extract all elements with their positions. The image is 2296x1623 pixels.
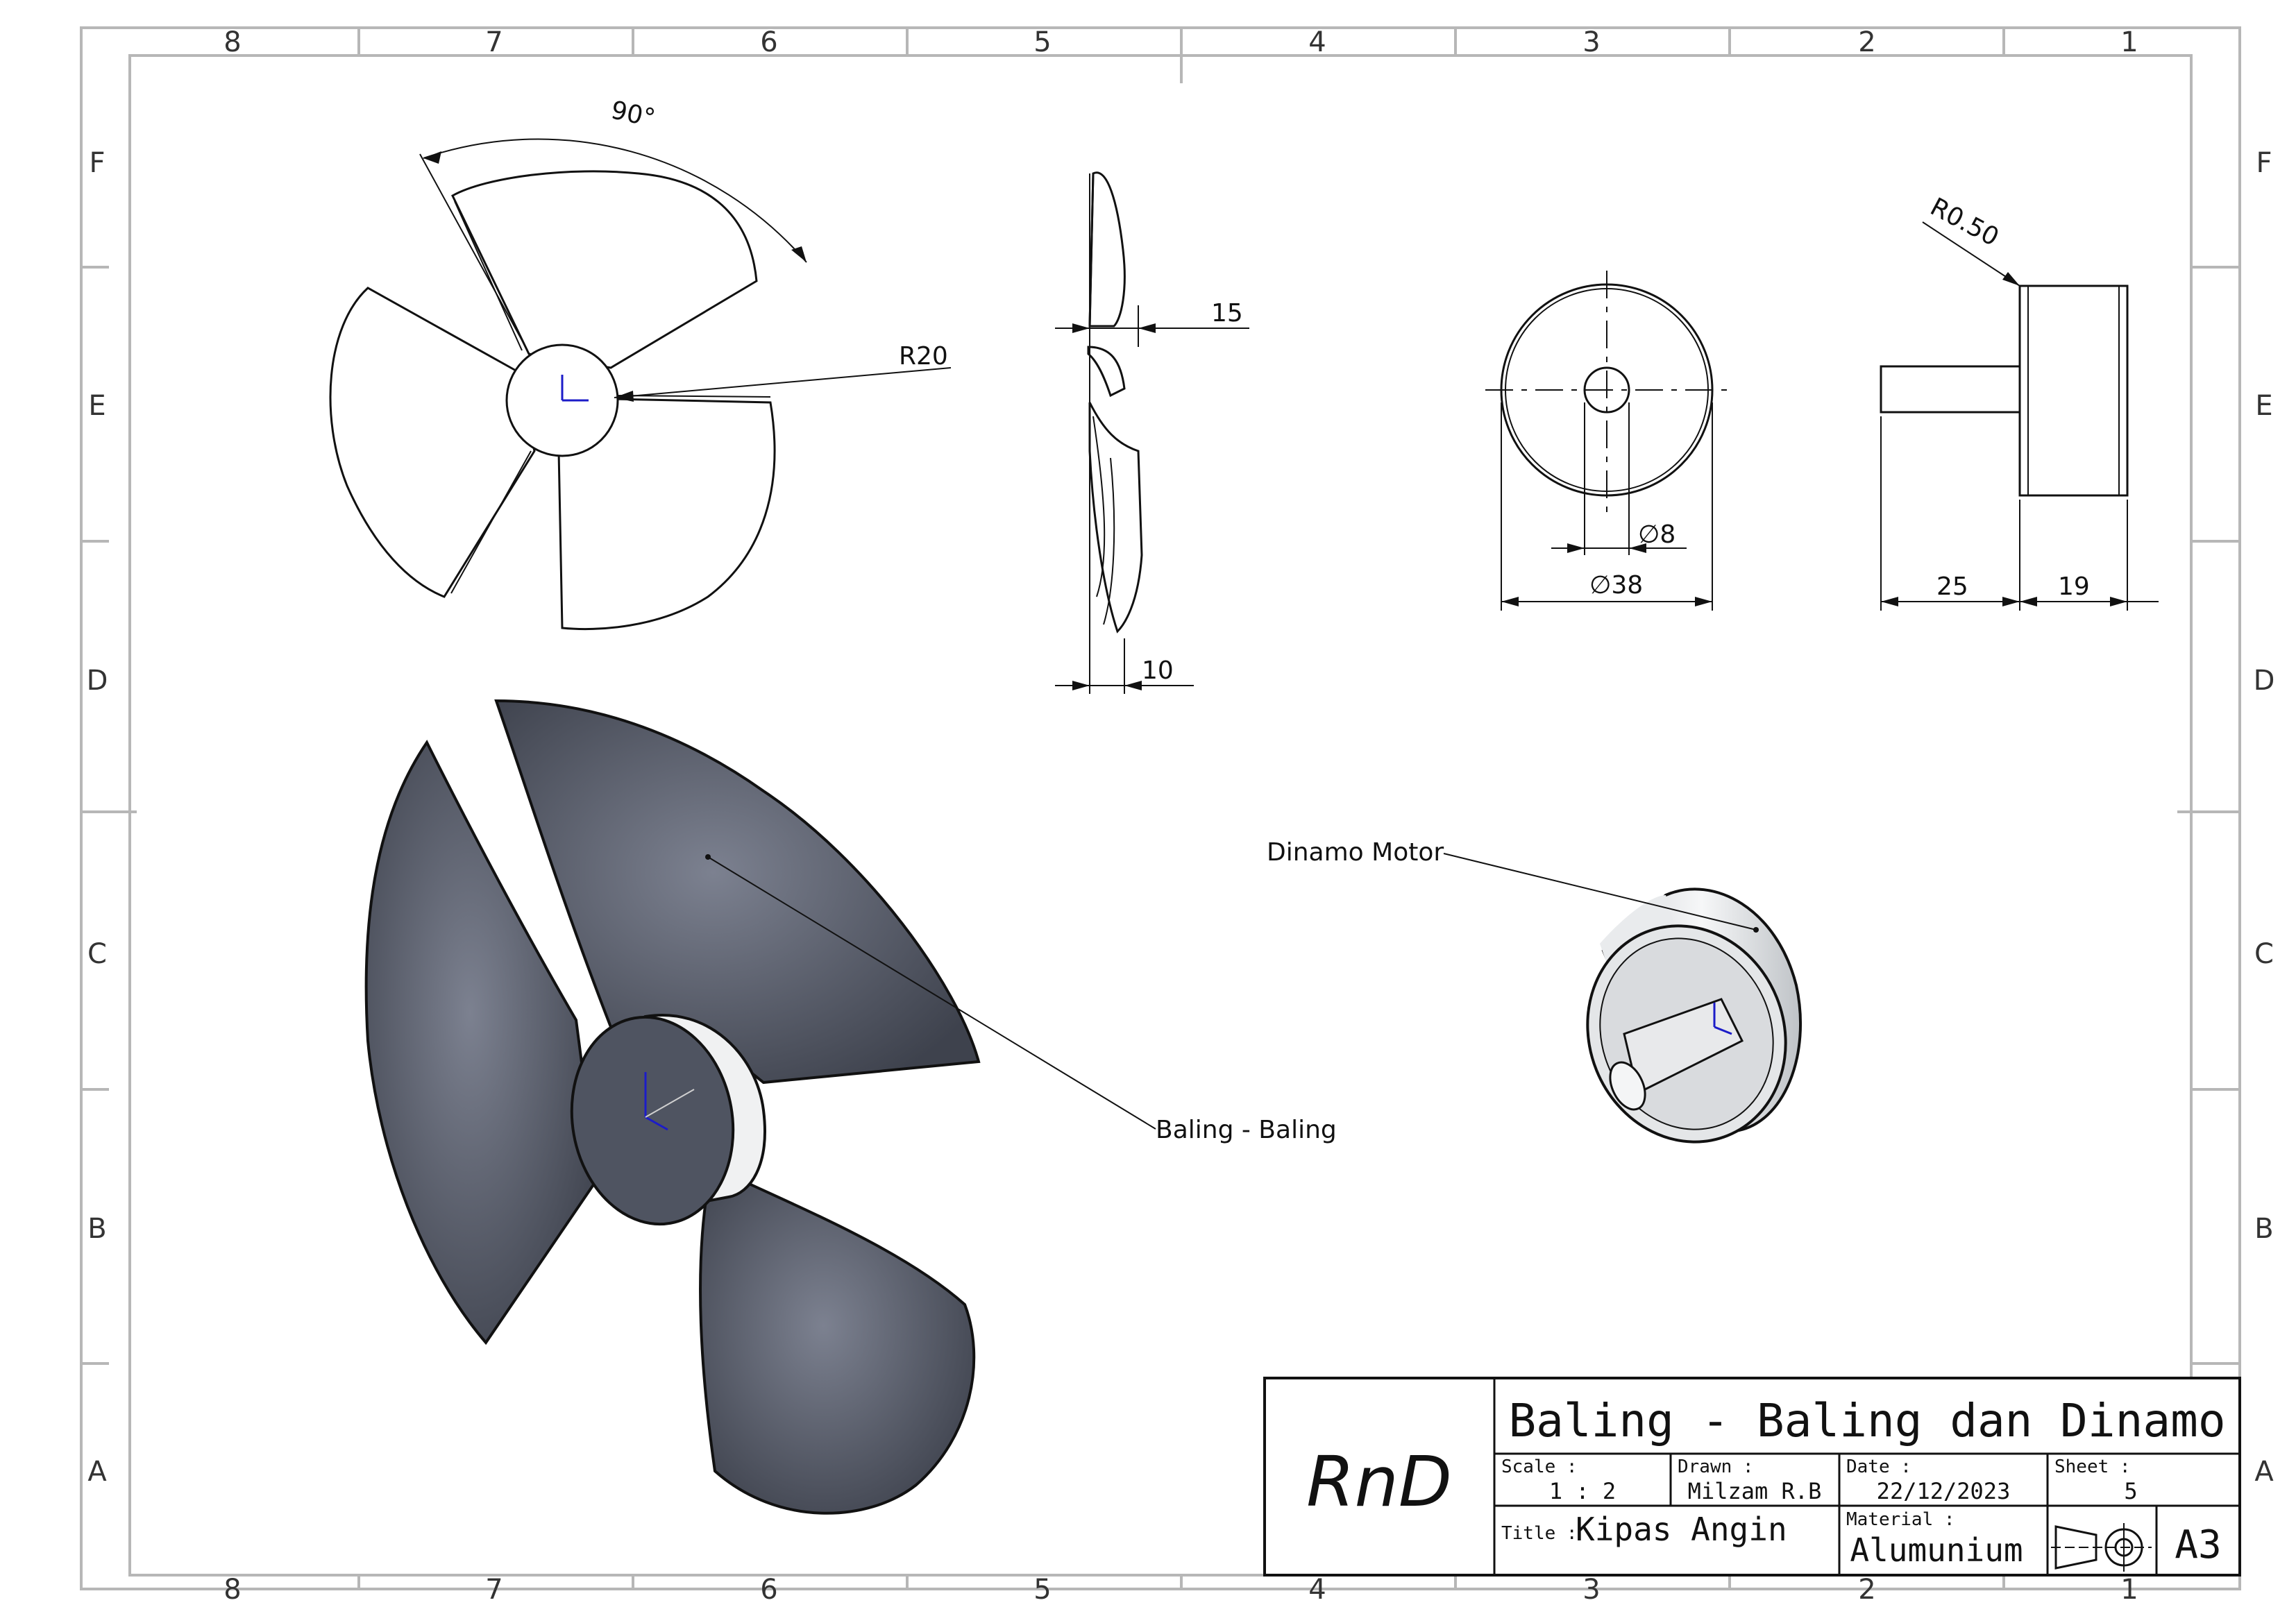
col-label: 4: [1308, 26, 1326, 58]
shaft-length-dimension: 25: [1936, 572, 1968, 601]
motor-isometric-view: Dinamo Motor: [1267, 838, 1803, 1144]
fillet-dimension: R0.50: [1925, 193, 2003, 253]
radius-leader: [614, 367, 952, 398]
company-logo: RnD: [1306, 1441, 1452, 1522]
date-label: Date :: [1846, 1456, 1911, 1477]
row-label: E: [88, 390, 105, 422]
body-length-dimension: 19: [2058, 572, 2090, 601]
drawing-title: Baling - Baling dan Dinamo: [1508, 1394, 2225, 1447]
motor-shaft-rect: [1880, 365, 2021, 414]
col-label: 8: [223, 26, 241, 58]
axis-z-icon: [645, 1089, 695, 1118]
row-label: D: [87, 665, 108, 697]
side-hub: [1087, 346, 1126, 398]
motor-leader: [1443, 853, 1757, 931]
outer-frame: [80, 26, 2241, 1590]
row-label: B: [87, 1213, 106, 1245]
drawn-value: Milzam R.B: [1688, 1478, 1822, 1504]
col-label: 5: [1033, 26, 1051, 58]
col-label: 1: [2120, 26, 2138, 58]
row-labels-right: F E D C B A: [2254, 147, 2275, 1488]
axis-x-icon: [1714, 1026, 1732, 1035]
motor-shaft-end: [1609, 1061, 1646, 1111]
title-label: Title :: [1501, 1523, 1578, 1544]
thickness-dimension-top: 15: [1211, 299, 1243, 328]
inner-frame: [128, 54, 2193, 1577]
scale-value: 1 : 2: [1549, 1478, 1616, 1504]
motor-label: Dinamo Motor: [1267, 838, 1444, 867]
column-labels-top: 8 7 6 5 4 3 2 1: [223, 26, 2138, 58]
angle-dimension: 90°: [609, 96, 658, 133]
blade-outline: [557, 398, 776, 631]
material-value: Alumunium: [1850, 1531, 2023, 1569]
propeller-front-view: 90° R20: [329, 96, 952, 631]
col-label: 6: [760, 26, 777, 58]
col-label: 4: [1308, 1574, 1326, 1606]
propeller-leader: [707, 856, 1156, 1130]
row-label: C: [87, 938, 107, 970]
zone-ticks: [81, 28, 2240, 1589]
blade-outline: [451, 170, 758, 369]
row-label: F: [89, 147, 105, 179]
blade-left: [364, 740, 599, 1345]
motor-body-rect: [2018, 284, 2129, 497]
axis-x-icon: [645, 1116, 668, 1131]
scale-label: Scale :: [1501, 1456, 1578, 1477]
motor-side-view: R0.50 25 19: [1880, 193, 2159, 611]
row-label: D: [2254, 665, 2275, 697]
row-label: A: [87, 1456, 107, 1488]
title-value: Kipas Angin: [1576, 1511, 1787, 1548]
col-label: 2: [1858, 26, 1875, 58]
paper-size: A3: [2175, 1522, 2221, 1567]
date-value: 22/12/2023: [1877, 1478, 2011, 1504]
col-label: 7: [485, 26, 503, 58]
blade-edge: [450, 450, 532, 594]
outer-diameter-dimension: ∅38: [1589, 571, 1643, 600]
motor-front-view: ∅8 ∅38: [1485, 271, 1728, 611]
drawn-label: Drawn :: [1678, 1456, 1754, 1477]
blade-outline: [329, 287, 536, 598]
col-label: 3: [1582, 26, 1600, 58]
row-label: B: [2254, 1213, 2273, 1245]
col-label: 6: [760, 1574, 777, 1606]
blade-top: [494, 699, 981, 1085]
col-label: 7: [485, 1574, 503, 1606]
col-label: 5: [1033, 1574, 1051, 1606]
side-profile: [1088, 171, 1126, 328]
propeller-label: Baling - Baling: [1156, 1116, 1337, 1144]
angle-dim-ext: [419, 153, 528, 351]
projection-symbol-icon: [2051, 1523, 2152, 1572]
row-label: A: [2254, 1456, 2274, 1488]
col-label: 2: [1858, 1574, 1875, 1606]
row-labels-left: F E D C B A: [87, 147, 108, 1488]
material-label: Material :: [1846, 1509, 1955, 1530]
side-profile-lower: [1088, 402, 1143, 634]
propeller-side-view: 15 10: [1055, 171, 1249, 694]
col-label: 3: [1582, 1574, 1600, 1606]
row-label: F: [2256, 147, 2272, 179]
thickness-dimension-bottom: 10: [1142, 656, 1174, 685]
angle-dim-arc: [423, 138, 807, 263]
sheet-label: Sheet :: [2054, 1456, 2131, 1477]
title-block: RnD Baling - Baling dan Dinamo Scale : 1…: [1263, 1377, 2241, 1577]
row-label: C: [2254, 938, 2274, 970]
row-label: E: [2255, 390, 2272, 422]
column-labels-bottom: 8 7 6 5 4 3 2 1: [223, 1574, 2138, 1606]
blade-edge: [454, 201, 523, 351]
radius-dimension: R20: [899, 342, 948, 371]
sheet-value: 5: [2124, 1478, 2137, 1504]
propeller-isometric-view: Baling - Baling: [364, 699, 1337, 1515]
blade-bottom: [699, 1171, 976, 1515]
inner-diameter-dimension: ∅8: [1638, 520, 1675, 549]
col-label: 1: [2120, 1574, 2138, 1606]
fillet-leader: [1922, 221, 2020, 287]
col-label: 8: [223, 1574, 241, 1606]
